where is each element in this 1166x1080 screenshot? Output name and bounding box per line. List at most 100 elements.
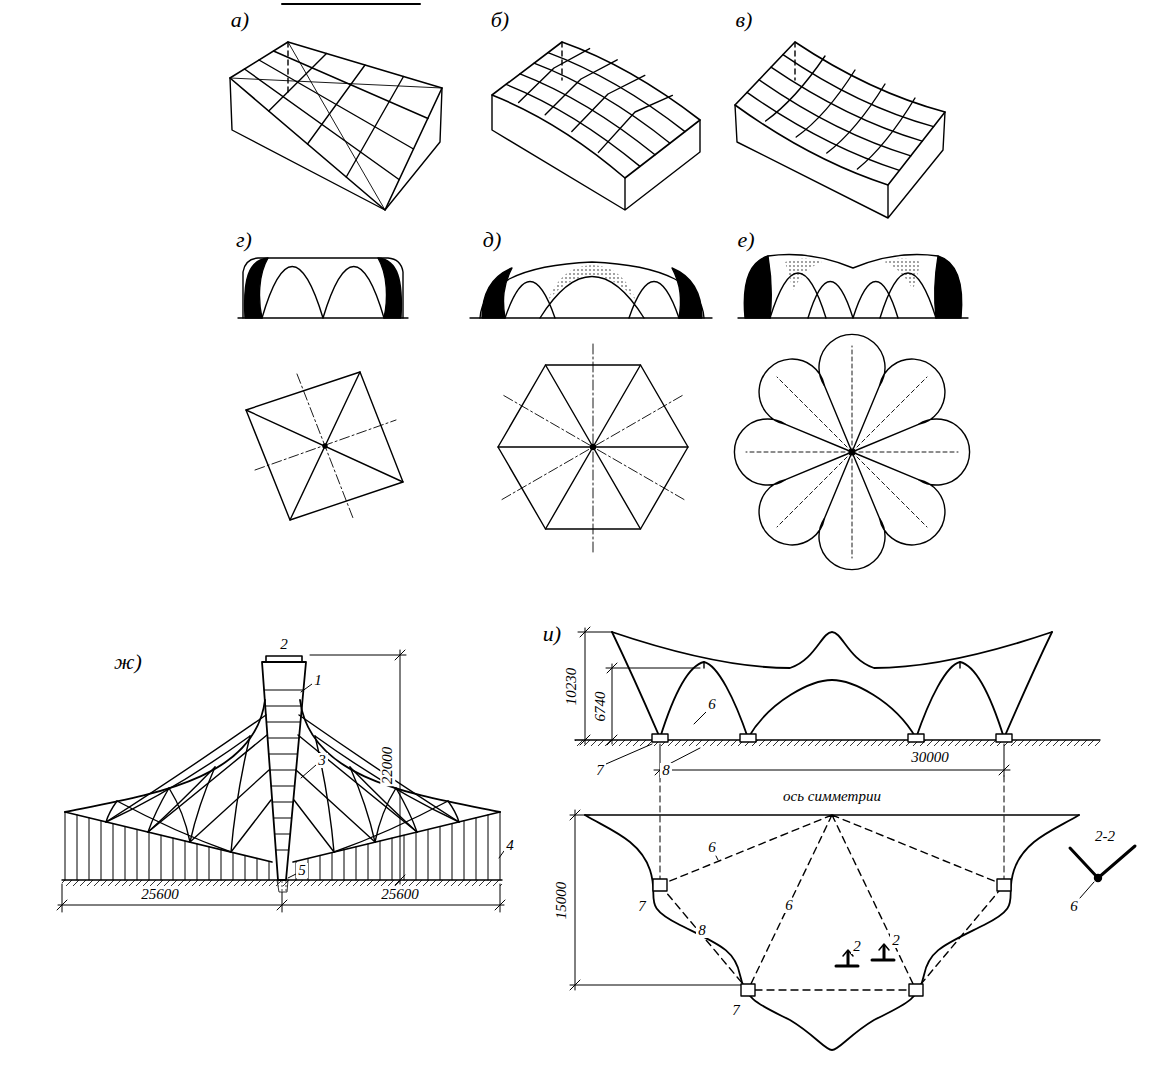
callout-number: 7 [636,899,648,914]
hypar-shell [230,42,442,210]
dimension-lines [570,810,748,990]
cable-net-tent [266,656,302,662]
cable-net-tent [293,812,500,862]
dimension-value: 22000 [381,744,396,786]
shell-elevation [652,734,1012,742]
cable-net-tent [315,736,459,852]
cable-net-tent [65,700,272,880]
dimension-value: 6740 [593,689,608,723]
callout-number: 7 [730,1003,742,1018]
hexagonal-vault-elevation [480,262,704,318]
callout-number: 2 [890,933,902,948]
leader-lines [301,684,312,692]
cross-vault-elevation [238,258,408,318]
shell-elevation [660,662,748,738]
shell-plan [660,885,1004,990]
petal-vault-elevation [935,256,962,318]
petal-vault-elevation [770,273,936,318]
hexagonal-vault-plan [498,342,688,552]
shell-plan [585,815,1079,1050]
cable-net-tent [106,736,250,852]
callout-number: 8 [696,923,708,938]
callout-number: 6 [783,898,795,913]
cross-vault-elevation [243,258,403,318]
petal-vault-plan [734,334,969,569]
cable-net-tent [65,812,272,862]
folded-shell [492,42,700,178]
folded-shell [519,49,673,153]
leader-lines [694,712,706,724]
panel-letter: и) [541,623,563,645]
hypar-shell [230,42,442,210]
cable-net-tent [277,880,288,892]
cross-vault-plan [246,372,403,520]
panel-letter: г) [234,229,254,251]
callout-number: 7 [594,763,606,778]
shell-plan [653,879,1011,996]
cross-vault-plan [323,444,327,448]
dimension-value: 25600 [139,887,181,902]
petal-vault-plan [734,334,969,569]
saddle-shell [794,42,795,80]
dimension-value: 30000 [909,750,951,765]
callout-number: 4 [504,838,516,853]
callout-number: 5 [296,863,308,878]
folded-shell [506,53,685,167]
shell-plan [836,946,894,966]
leader-lines [716,856,718,860]
shell-elevation [612,632,1052,738]
hypar-shell [287,42,288,95]
saddle-shell [766,56,915,169]
hypar-shell [269,54,404,178]
petal-vault-plan [850,450,855,455]
section-2-2 [1080,882,1094,898]
cable-net-tent [293,700,500,880]
hexagonal-vault-elevation [470,317,712,318]
section-label: 2-2 [1093,829,1117,844]
cable-net-tent [106,736,250,852]
section-2-2 [1070,846,1135,898]
hypar-shell [245,51,429,180]
hexagonal-vault-plan [502,342,684,552]
leader-lines [288,874,296,878]
cable-net-tent [65,812,269,880]
hypar-shell [230,42,442,210]
axis-label: ось симметрии [781,789,883,804]
dimension-lines [57,650,505,912]
shell-plan [585,815,1079,1050]
dimension-lines [570,627,1010,990]
cross-vault-elevation [262,267,384,319]
dimension-lines [606,663,700,745]
saddle-shell [735,105,945,218]
callout-number: 6 [706,697,718,712]
cable-net-tent [264,690,303,850]
cable-net-tent [62,656,502,892]
shell-elevation [704,662,960,668]
petal-vault-elevation [744,256,771,318]
shell-elevation [612,632,1052,668]
shell-elevation [748,680,916,738]
cross-vault-plan [246,372,403,520]
dimension-lines [310,650,406,885]
callout-number: 1 [312,673,324,688]
saddle-shell [735,42,945,185]
folded-shell [492,42,700,210]
leader-lines [288,684,504,878]
callout-number: 3 [316,753,328,768]
panel-letter: в) [734,9,755,31]
cable-net-tent [294,715,459,852]
leader-lines [671,748,700,763]
section-2-2 [1070,846,1135,878]
saddle-shell [735,42,945,218]
dimension-value: 25600 [379,887,421,902]
petal-vault-plan [746,346,958,558]
callout-number: 6 [706,840,718,855]
panel-letter: а) [229,9,251,31]
callout-number: 2 [278,637,290,652]
hexagonal-vault-plan [591,445,596,450]
callout-number: 8 [660,763,672,778]
leader-lines [606,744,652,764]
cable-net-tent [296,812,500,880]
heading-rule [282,3,420,4]
